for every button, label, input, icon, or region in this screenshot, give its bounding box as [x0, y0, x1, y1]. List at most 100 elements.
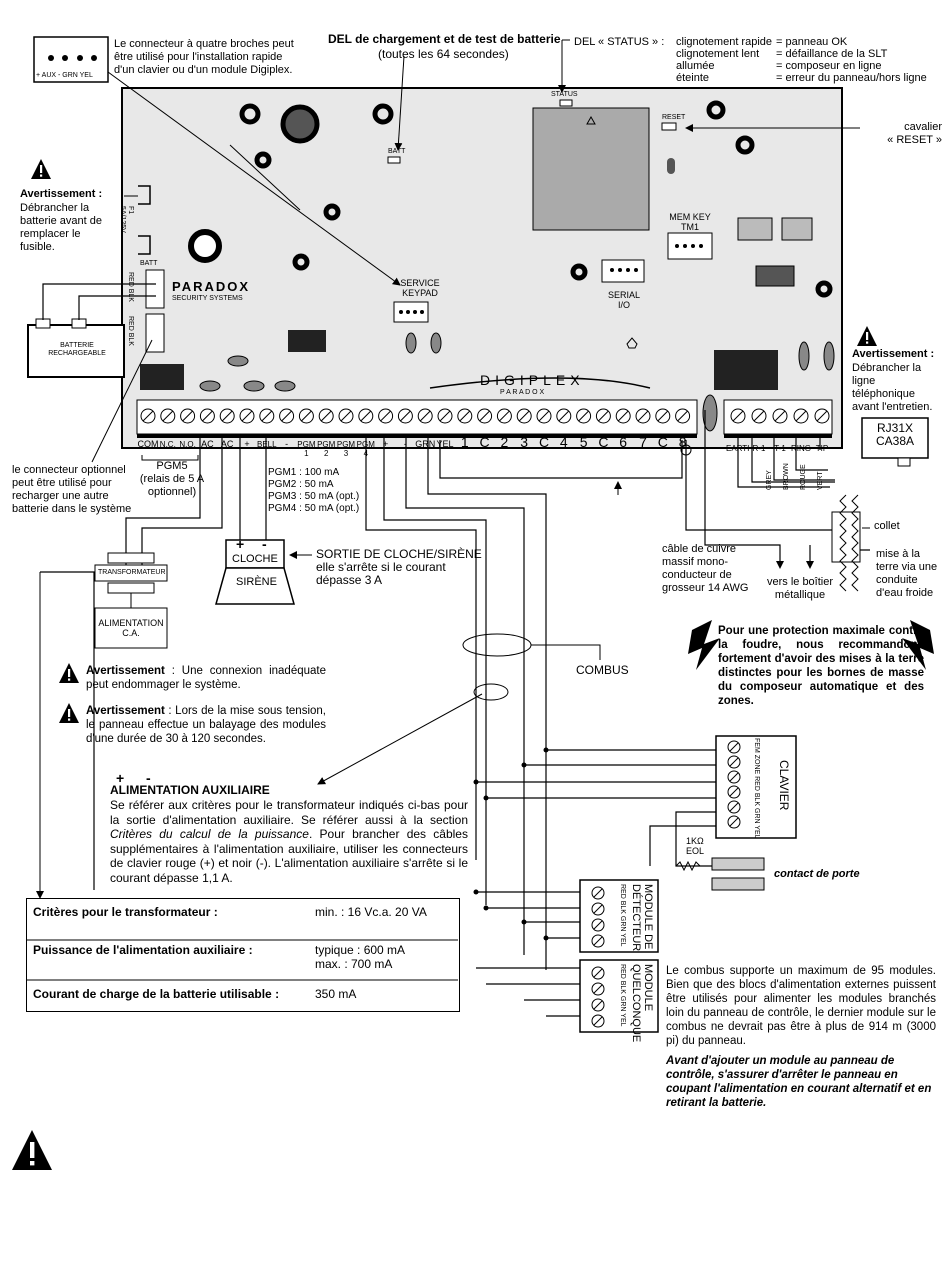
- aux-plus: +: [116, 770, 125, 786]
- warning-icon: [31, 159, 51, 179]
- serial-io-label: SERIAL I/O: [607, 290, 640, 310]
- ac-supply-label: ALIMENTATION C.A.: [98, 618, 164, 638]
- aux-body: Se référer aux critères pour le transfor…: [110, 798, 468, 885]
- bell-minus: -: [262, 536, 267, 552]
- door-contact-label: contact de porte: [774, 868, 860, 880]
- copper-cable-note: câble de cuivre massif mono- conducteur …: [662, 543, 749, 594]
- status-meaning: = erreur du panneau/hors ligne: [776, 72, 927, 84]
- rj31x-label: RJ31X CA38A: [875, 421, 915, 448]
- wire-color-label: BROWN: [783, 463, 790, 490]
- paradox-logo: PARADOX: [172, 279, 251, 294]
- terminal-label: BELL: [257, 440, 277, 449]
- bell-plus: +: [236, 536, 245, 552]
- terminal-label: YEL: [436, 439, 454, 449]
- warn-power: Avertissement : Lors de la mise sous ten…: [86, 705, 326, 745]
- status-led-label: STATUS: [551, 91, 578, 98]
- terminal-label: +: [244, 439, 250, 449]
- pgm-rating: PGM2 : 50 mA: [268, 479, 334, 490]
- optional-connector-note: le connecteur optionnel peut être utilis…: [12, 464, 132, 515]
- terminal-label: 3: [520, 434, 529, 450]
- transformer-label: TRANSFORMATEUR: [98, 569, 166, 576]
- wire-color-label: GREY: [766, 470, 773, 490]
- terminal-label: GRN: [415, 439, 436, 449]
- status-state: éteinte: [676, 72, 710, 84]
- criteria-value: typique : 600 mA max. : 700 mA: [315, 943, 406, 971]
- del-charge-title: DEL de chargement et de test de batterie: [328, 32, 561, 46]
- connector-pins: + AUX - GRN YEL: [36, 72, 93, 79]
- detector-module-label: MODULE DE DÉTECTEUR: [630, 884, 654, 952]
- terminal-label: -: [403, 439, 407, 449]
- terminal-label: -: [285, 439, 289, 449]
- fuse-label: F1 5A/125V: [119, 206, 134, 233]
- status-meaning: = panneau OK: [776, 36, 848, 48]
- terminal-label: 7: [639, 434, 647, 450]
- terminal-label: 8: [678, 434, 687, 450]
- status-meaning: = défaillance de la SLT: [776, 48, 888, 60]
- reset-cavalier: cavalier « RESET »: [887, 121, 942, 146]
- terminal-label: AC: [201, 439, 214, 449]
- eol-label: 1KΩ EOL: [686, 836, 705, 856]
- paradox-sub: SECURITY SYSTEMS: [172, 295, 243, 302]
- terminal-label: N.C.: [159, 440, 176, 449]
- terminal-label: N.O.: [179, 440, 196, 449]
- combus-label: COMBUS: [576, 663, 629, 677]
- terminal-label: C: [598, 434, 609, 450]
- terminal-label: 4: [559, 434, 568, 450]
- connector-note: Le connecteur à quatre broches peut être…: [114, 38, 294, 76]
- reset-label: RESET: [662, 114, 686, 121]
- terminal-label: PGM 4: [356, 440, 375, 458]
- tel-terminal-label: RING: [791, 444, 811, 453]
- terminal-label: C: [538, 434, 550, 450]
- criteria-value: 350 mA: [315, 987, 357, 1001]
- terminal-label: PGM 1: [297, 440, 316, 458]
- digiplex-logo: DIGIPLEX: [480, 372, 585, 388]
- warn-fuse-body: Débrancher la batterie avant de remplace…: [20, 202, 102, 253]
- service-keypad-label: SERVICE KEYPAD: [400, 278, 440, 298]
- combus-note-2: Avant d'ajouter un module au panneau de …: [666, 1055, 932, 1109]
- terminal-label: 5: [579, 434, 588, 450]
- sirene-label: SIRÈNE: [236, 576, 277, 588]
- clavier-pins: FEM ZONE RED BLK GRN YEL: [753, 738, 760, 839]
- red-blk-1: RED BLK: [127, 272, 134, 302]
- terminal-label: AC: [220, 439, 234, 449]
- terminal-label: 1: [460, 434, 469, 450]
- warn-tel-title: Avertissement :: [852, 348, 935, 360]
- warning-icon: [59, 703, 79, 723]
- pgm-rating: PGM4 : 50 mA (opt.): [268, 503, 360, 514]
- criteria-table: Critères pour le transformateur :min. : …: [26, 898, 460, 1012]
- warn-tel-body: Débrancher la ligne téléphonique avant l…: [852, 362, 933, 413]
- aux-minus: -: [146, 770, 151, 786]
- generic-pins: RED BLK GRN YEL: [619, 964, 626, 1027]
- generic-module-label: MODULE QUELCONQUE: [630, 964, 654, 1043]
- collet-label: collet: [874, 520, 900, 532]
- aux-title: ALIMENTATION AUXILIAIRE: [110, 783, 270, 797]
- cloche-label: CLOCHE: [232, 553, 278, 565]
- tel-terminal-label: TIP: [815, 444, 829, 453]
- main-chip: [532, 107, 650, 231]
- wire-color-label: ROUGE: [800, 464, 807, 490]
- status-state: clignotement lent: [676, 48, 760, 60]
- digiplex-sub: P A R A D O X: [500, 389, 545, 396]
- clavier-label: CLAVIER: [777, 760, 791, 811]
- pgm-rating: PGM1 : 100 mA: [268, 467, 340, 478]
- terminal-label: C: [657, 434, 668, 450]
- del-charge-sub: (toutes les 64 secondes): [378, 47, 509, 61]
- warning-icon: [59, 663, 79, 683]
- terminal-label: PGM 3: [336, 440, 356, 458]
- terminal-label: PGM 2: [317, 440, 336, 458]
- combus-note: Le combus supporte un maximum de 95 modu…: [666, 965, 936, 1047]
- tel-terminal-label: R-1: [752, 444, 766, 453]
- batt-label: BATT: [140, 260, 158, 267]
- criteria-label: Critères pour le transformateur :: [33, 905, 218, 919]
- warn-fuse-title: Avertissement :: [20, 188, 103, 200]
- battery: [27, 324, 125, 378]
- warning-icon: [12, 1130, 52, 1170]
- ground-note: mise à la terre via une conduite d'eau f…: [876, 548, 938, 599]
- pgm-rating: PGM3 : 50 mA (opt.): [268, 491, 360, 502]
- warning-icon: [857, 326, 877, 346]
- criteria-label: Puissance de l'alimentation auxiliaire :: [33, 943, 253, 957]
- terminal-label: COM: [137, 439, 159, 449]
- red-blk-2: RED BLK: [127, 316, 134, 346]
- tel-terminal-label: T-1: [774, 444, 786, 453]
